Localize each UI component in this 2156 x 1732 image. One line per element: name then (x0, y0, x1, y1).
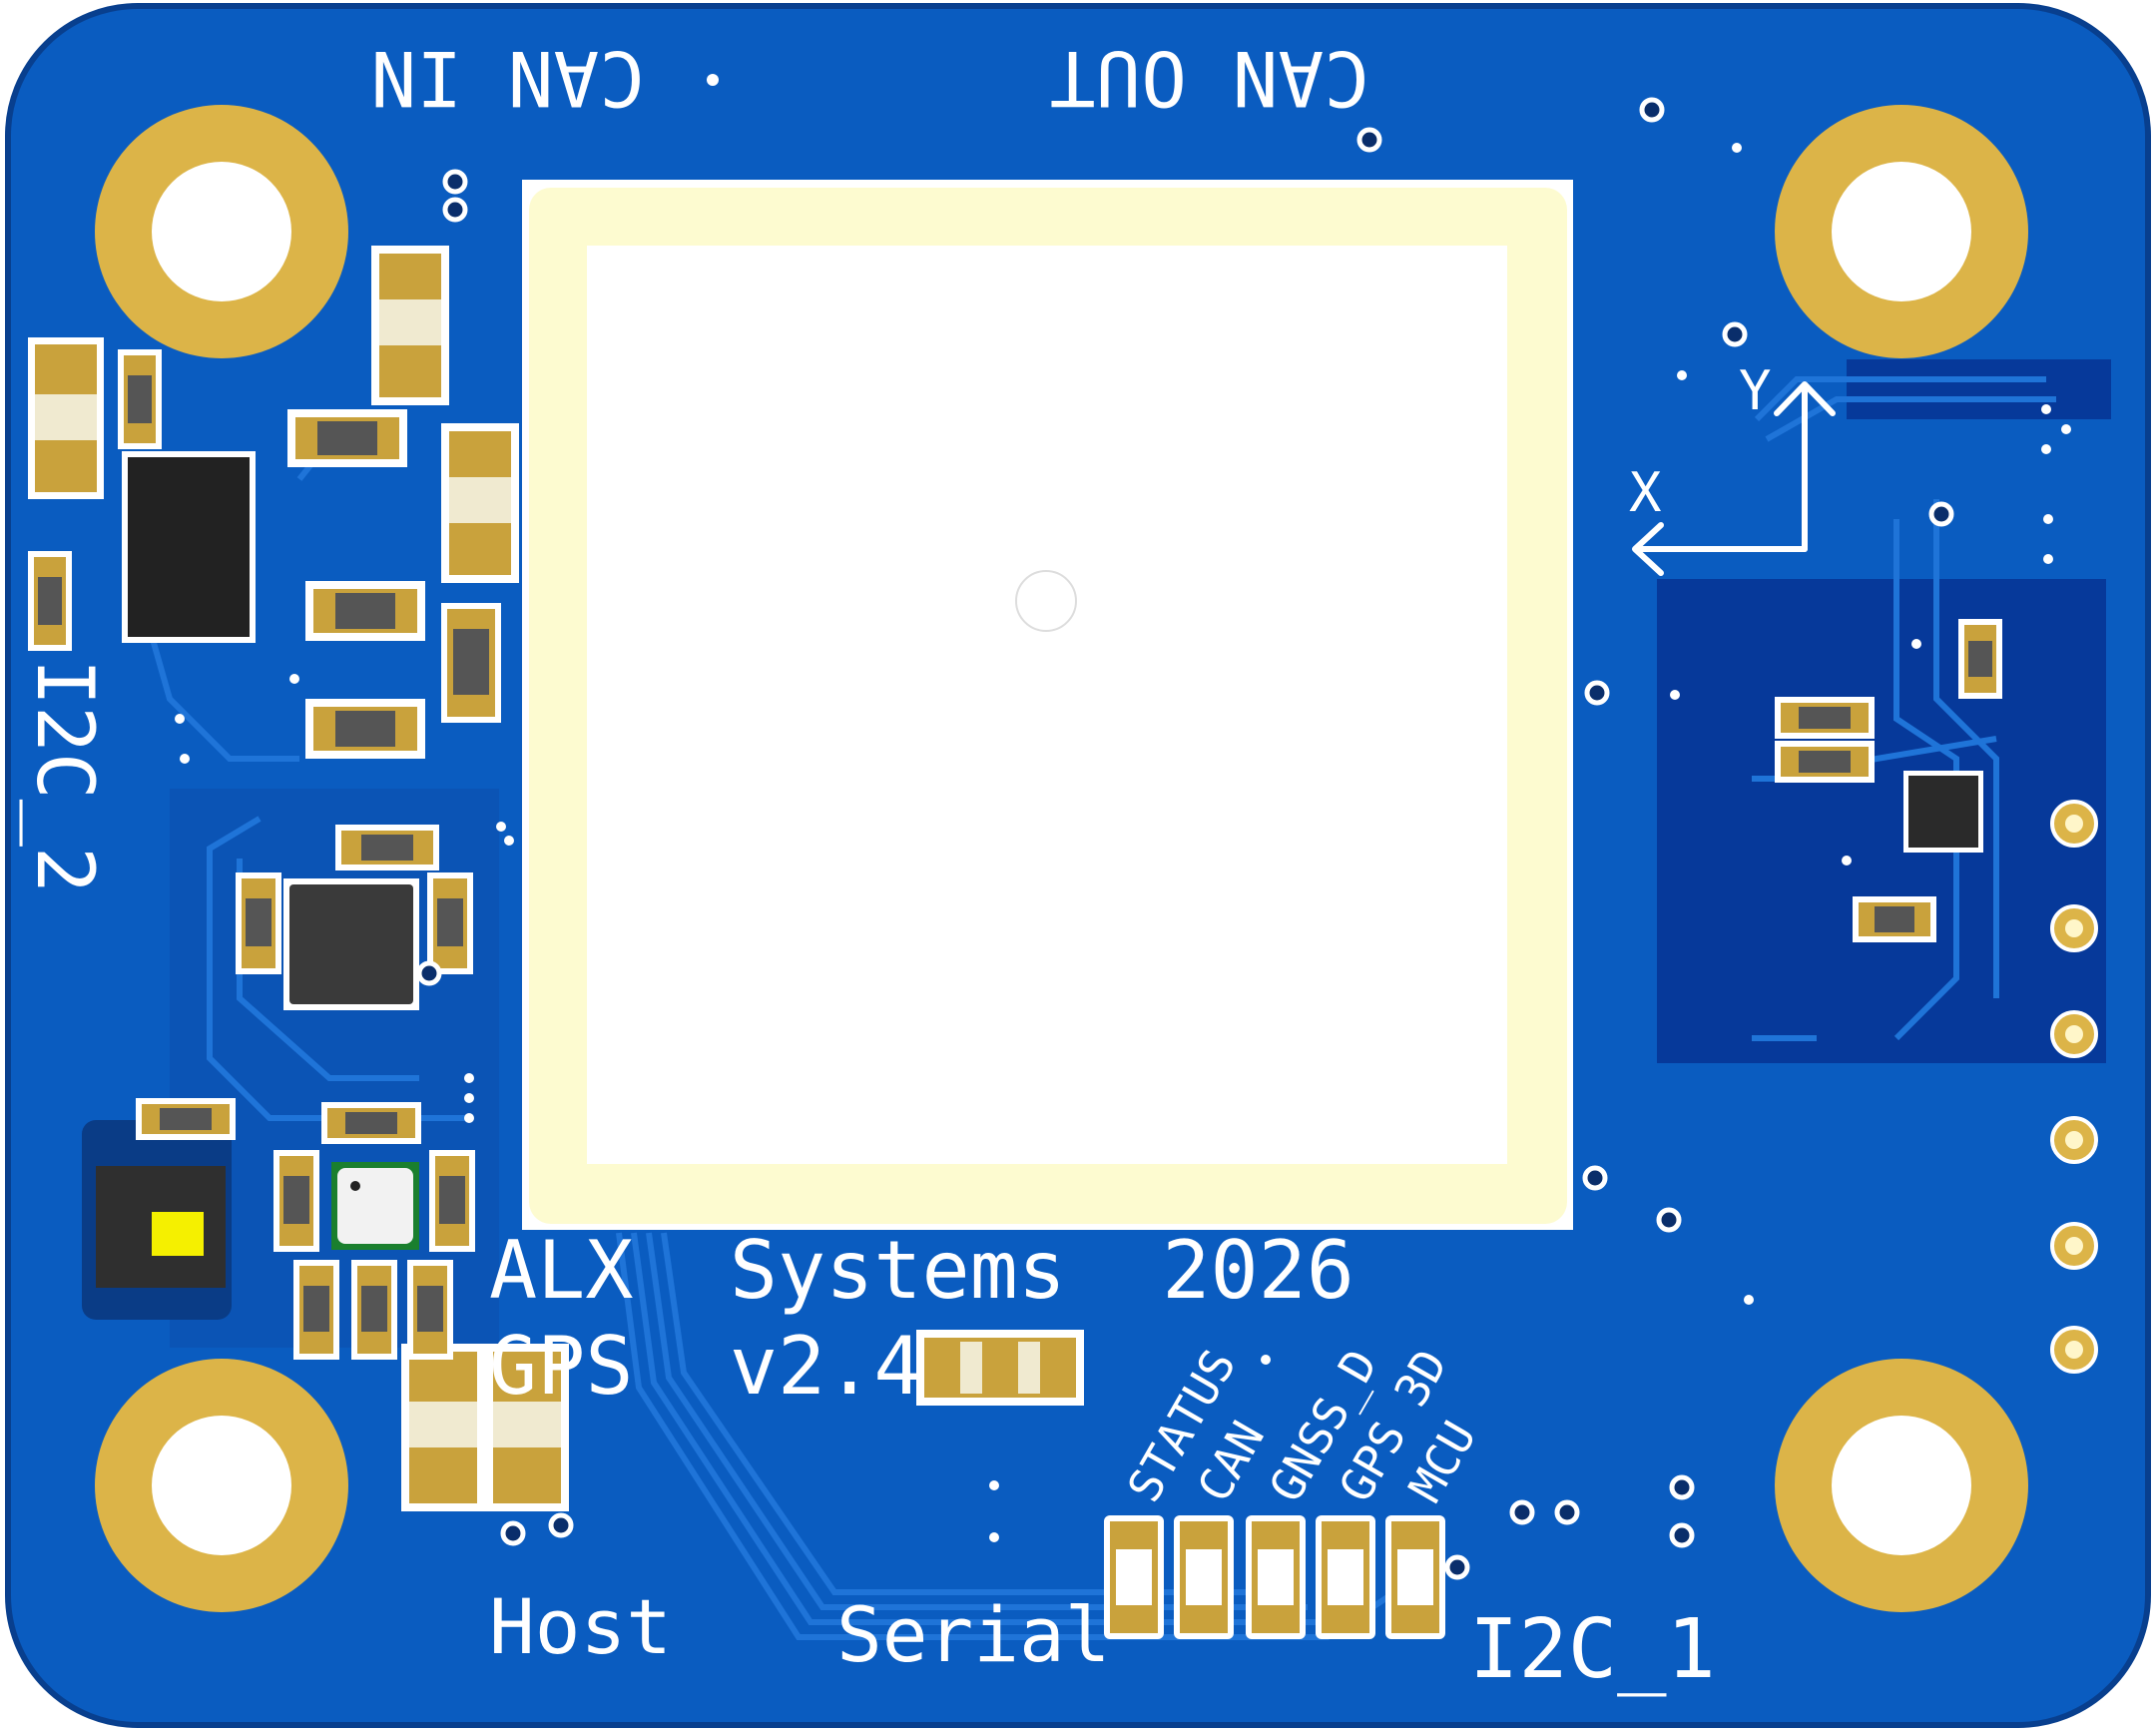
mounting-hole-icon (1775, 105, 2028, 358)
can-out-label: CAN OUT (1050, 34, 1369, 123)
brand-line2: GPS v2.4 (489, 1320, 921, 1413)
led-gps3d (1316, 1515, 1375, 1639)
i2c-2-label: I2C_2 (19, 659, 109, 893)
copper-pour-right-top (1847, 359, 2111, 419)
mcu-chip (122, 451, 256, 643)
can-in-label: CAN IN (370, 34, 645, 123)
small-vias (175, 74, 2071, 1542)
axis-arrows-icon (1632, 381, 1836, 576)
host-label: Host (489, 1582, 672, 1671)
vias (416, 97, 1954, 1580)
barometer-chip (331, 1162, 419, 1250)
copper-pour-right (1657, 579, 2106, 1063)
led-gnss (1246, 1515, 1306, 1639)
header-pins (2050, 800, 2098, 1374)
gps-antenna-icon (522, 180, 1573, 1230)
axis-y-label: Y (1739, 359, 1772, 422)
i2c-1-label: I2C_1 (1469, 1602, 1716, 1697)
smd-components (28, 246, 2002, 1511)
magnetometer-chip (1903, 771, 1983, 853)
mounting-hole-icon (1775, 1359, 2028, 1612)
led-mcu (1385, 1515, 1445, 1639)
status-leds (1104, 1515, 1445, 1639)
header-pin-centers (2065, 815, 2083, 1359)
axis-x-label: X (1629, 461, 1662, 524)
imu-chip (283, 878, 419, 1010)
brand-line1: ALX Systems 2026 (489, 1224, 1354, 1317)
mounting-hole-icon (95, 1359, 348, 1612)
boot-button (82, 1120, 232, 1320)
led-can (1174, 1515, 1234, 1639)
mounting-hole-icon (95, 105, 348, 358)
led-status (1104, 1515, 1164, 1639)
serial-label: Serial (836, 1590, 1111, 1679)
